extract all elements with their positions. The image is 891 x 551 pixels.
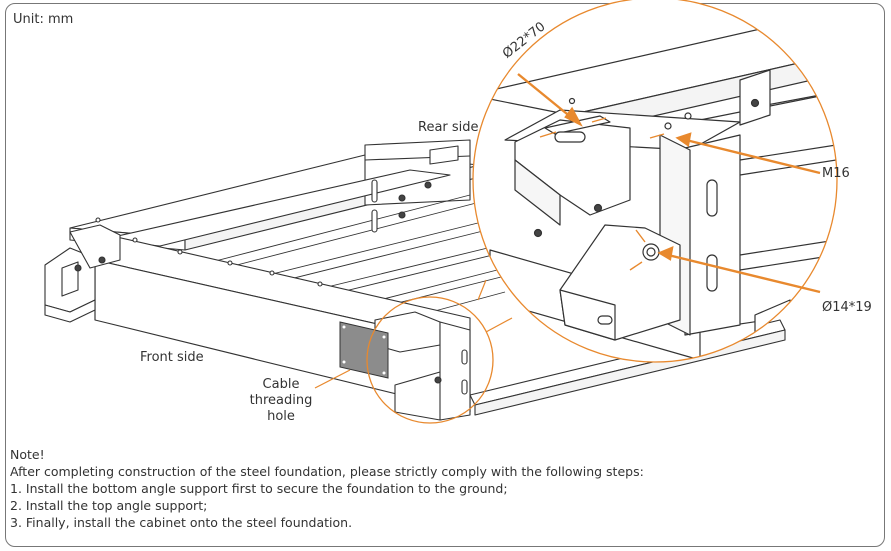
note-block: Note! After completing construction of t… <box>10 446 644 531</box>
cable-label-line-3: hole <box>267 409 295 424</box>
unit-label: Unit: mm <box>13 12 74 27</box>
front-side-label: Front side <box>140 350 204 365</box>
cable-label-line-2: threading <box>249 393 313 408</box>
note-step-3: 3. Finally, install the cabinet onto the… <box>10 515 353 530</box>
note-step-1: 1. Install the bottom angle support firs… <box>10 481 508 496</box>
hole-dimension-label: Ø14*19 <box>822 300 872 315</box>
note-step-2: 2. Install the top angle support; <box>10 498 208 513</box>
cable-threading-plate <box>339 321 389 379</box>
note-title: Note! <box>10 447 45 462</box>
detail-callout-circle <box>366 296 494 424</box>
note-intro: After completing construction of the ste… <box>10 464 644 479</box>
dimension-arrows <box>517 73 821 294</box>
zoom-detail-circle <box>472 0 838 363</box>
cable-threading-hole-label: Cable threading hole <box>236 377 326 425</box>
bolt-dimension-label: M16 <box>822 166 850 181</box>
rear-side-label: Rear side <box>418 120 479 135</box>
cable-label-line-1: Cable <box>262 377 300 392</box>
